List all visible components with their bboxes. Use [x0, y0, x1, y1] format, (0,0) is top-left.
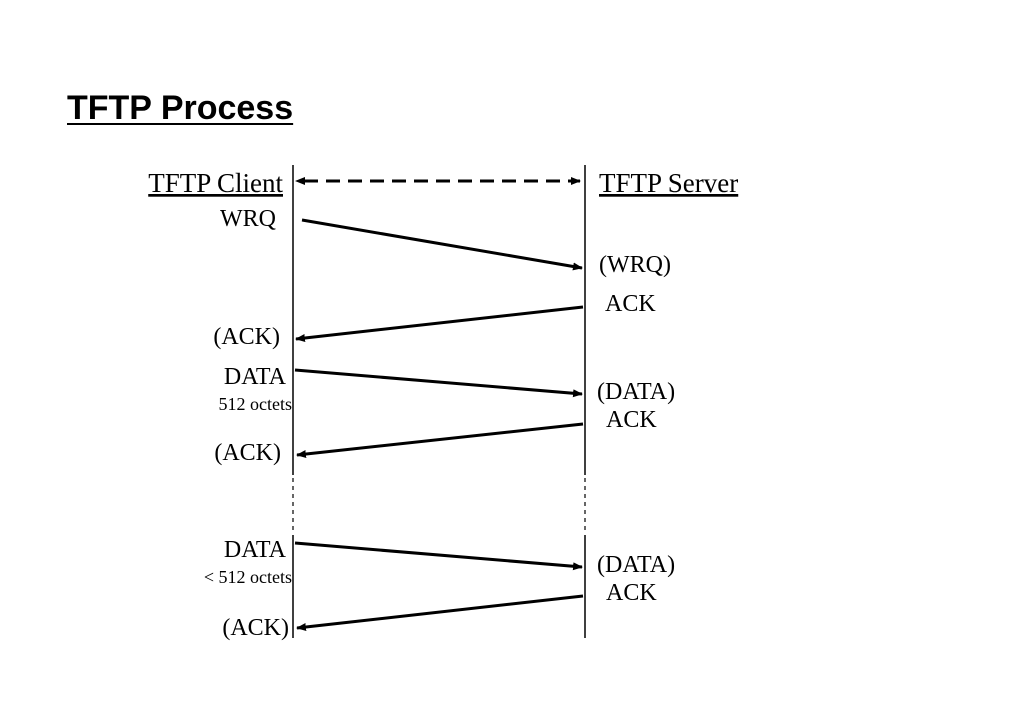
arrow-wrq-to-server — [301, 218, 583, 271]
server-label-wrq: (WRQ) — [599, 252, 671, 278]
client-sublabel-data-1: 512 octets — [219, 394, 293, 414]
client-header: TFTP Client — [148, 168, 283, 198]
server-reply-ack-2: ACK — [606, 407, 657, 433]
arrow-data-to-server-2 — [294, 541, 583, 571]
arrow-ack-to-client-2 — [296, 422, 584, 459]
arrow-ack-to-client-3 — [296, 594, 584, 631]
client-sublabel-data-2: < 512 octets — [204, 567, 292, 587]
client-label-data-1: DATA — [224, 364, 287, 390]
arrow-ack-to-client-1 — [295, 305, 584, 342]
client-ack-3: (ACK) — [222, 615, 289, 641]
server-label-data-2: (DATA) — [597, 552, 675, 578]
slide-title: TFTP Process — [67, 89, 294, 127]
server-reply-ack-3: ACK — [606, 580, 657, 606]
client-label-data-2: DATA — [224, 537, 287, 563]
server-reply-ack-1: ACK — [605, 291, 656, 317]
client-label-wrq: WRQ — [220, 206, 276, 232]
server-label-data-1: (DATA) — [597, 379, 675, 405]
client-ack-2: (ACK) — [214, 440, 281, 466]
client-ack-1: (ACK) — [213, 324, 280, 350]
arrow-data-to-server-1 — [294, 368, 583, 398]
server-header: TFTP Server — [599, 168, 738, 198]
